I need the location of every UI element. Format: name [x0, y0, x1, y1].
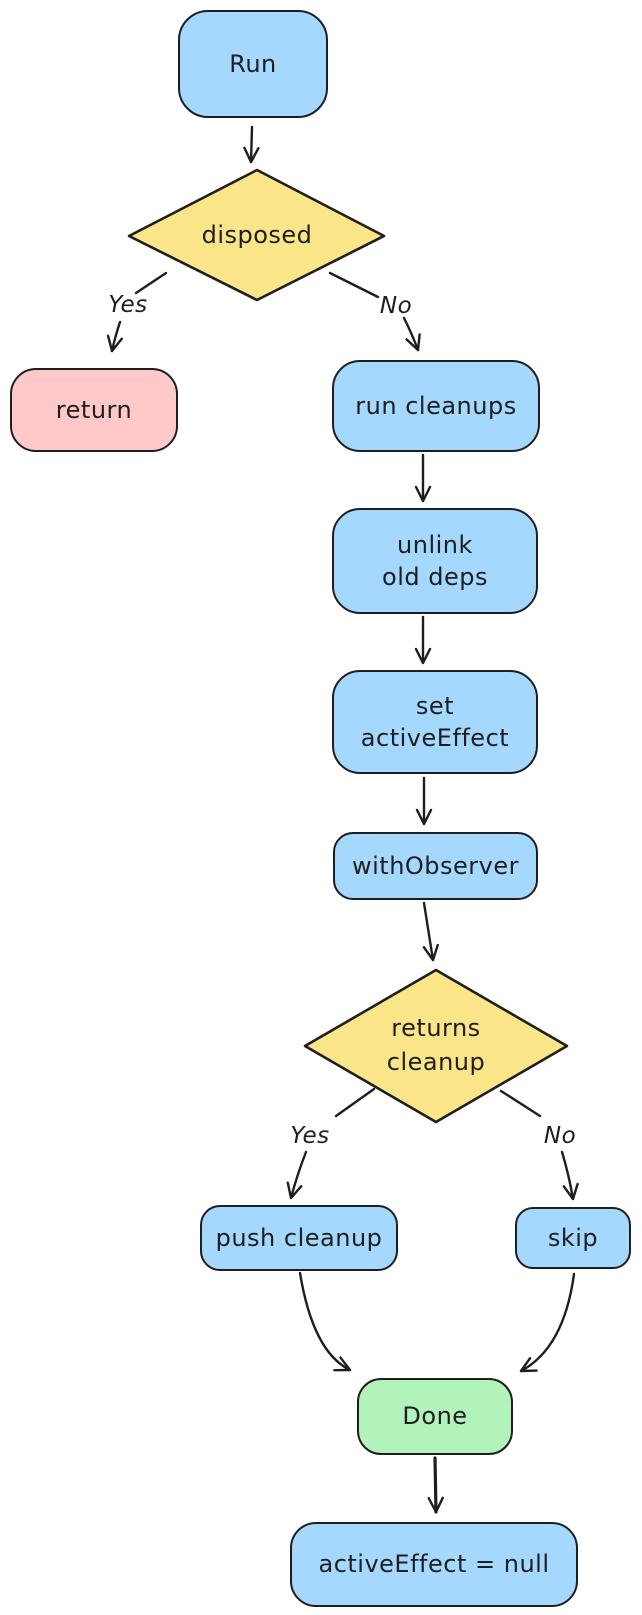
node-push-cleanup: push cleanup — [200, 1205, 398, 1271]
node-return: return — [10, 368, 178, 452]
node-done: Done — [357, 1378, 513, 1455]
edge-disposed-runcleanups-seg — [328, 271, 380, 299]
node-set-activeeffect: set activeEffect — [332, 670, 538, 774]
node-done-label: Done — [402, 1402, 468, 1431]
edge-returnscleanup-pushcleanup-seg — [334, 1087, 376, 1118]
node-push-cleanup-label: push cleanup — [215, 1223, 383, 1252]
node-unlink-old-deps-label: unlink old deps — [382, 530, 488, 591]
node-skip: skip — [515, 1207, 631, 1269]
edge-disposed-return-seg — [134, 271, 168, 295]
edge-returnscleanup-skip-arrow — [560, 1150, 579, 1201]
edge-skip-done — [519, 1272, 576, 1373]
node-return-label: return — [55, 395, 133, 424]
node-run-cleanups: run cleanups — [332, 360, 540, 452]
node-run-label: Run — [229, 49, 277, 78]
node-activeeffect-null: activeEffect = null — [290, 1522, 578, 1607]
edge-disposed-runcleanups-arrow — [402, 316, 421, 352]
edge-disposed-return-arrow — [106, 320, 123, 353]
edge-returnscleanup-pushcleanup-arrow — [286, 1150, 308, 1200]
node-unlink-old-deps: unlink old deps — [332, 508, 538, 614]
node-disposed-shape — [127, 168, 386, 302]
node-run: Run — [178, 10, 328, 118]
edge-pushcleanup-done — [298, 1271, 352, 1372]
node-activeeffect-null-label: activeEffect = null — [318, 1550, 550, 1579]
node-withobserver: withObserver — [333, 832, 538, 900]
node-returns-cleanup-shape — [303, 968, 569, 1124]
edge-label-returns-yes: Yes — [290, 1123, 330, 1149]
edge-withobserver-returnscleanup — [422, 901, 439, 962]
edge-label-disposed-no: No — [379, 293, 413, 319]
edge-returnscleanup-skip-seg — [499, 1089, 542, 1118]
node-set-activeeffect-label: set activeEffect — [360, 691, 510, 752]
edge-done-activeeffectnull — [427, 1456, 444, 1514]
node-skip-label: skip — [547, 1223, 599, 1252]
edge-run-disposed — [243, 125, 260, 164]
edge-label-disposed-yes: Yes — [108, 292, 148, 318]
node-run-cleanups-label: run cleanups — [355, 391, 517, 420]
node-withobserver-label: withObserver — [351, 851, 519, 880]
edge-label-returns-no: No — [543, 1123, 577, 1149]
